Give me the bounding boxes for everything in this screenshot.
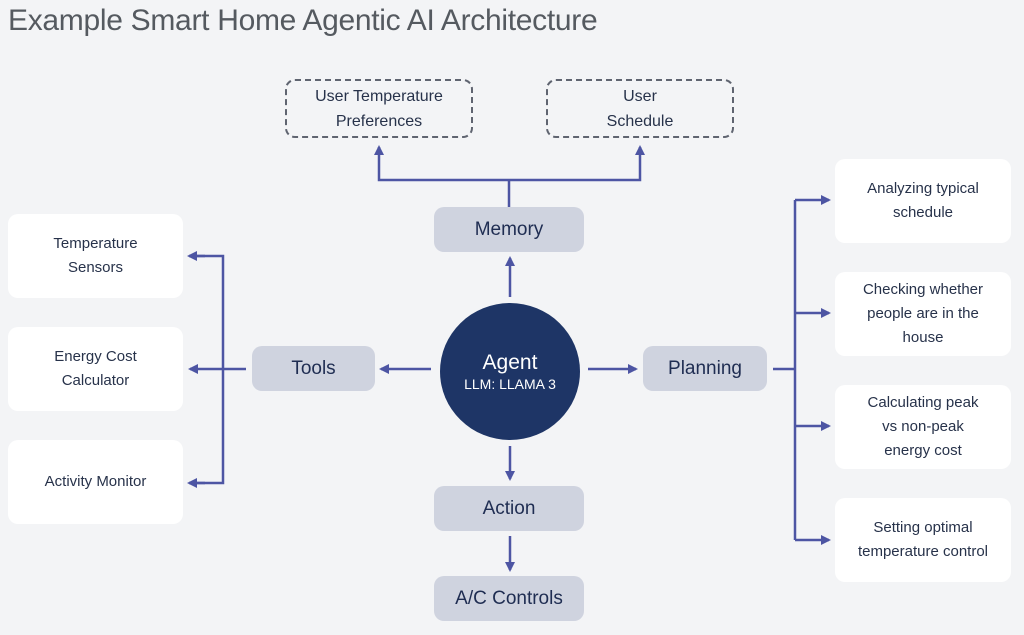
planning-label: Planning: [668, 357, 742, 379]
planning-item-line: schedule: [892, 204, 954, 221]
planning-item-line: house: [902, 329, 944, 346]
planning-item-line: Calculating peak: [867, 394, 979, 411]
memory-label: Memory: [474, 218, 544, 240]
memory-module: Memory: [434, 207, 584, 252]
tools-label: Tools: [291, 357, 336, 379]
memory-item-user-temperature-preferences: User Temperature Preferences: [285, 79, 473, 138]
arrow-memory-to-preferences: [374, 145, 509, 182]
planning-item-calculating-energy-cost: Calculating peak vs non-peak energy cost: [835, 385, 1011, 469]
planning-item-setting-temperature: Setting optimal temperature control: [835, 498, 1011, 582]
diagram-title: Example Smart Home Agentic AI Architectu…: [8, 4, 598, 37]
memory-item-line: User Temperature: [315, 87, 443, 105]
tool-item-temperature-sensors: Temperature Sensors: [8, 214, 183, 298]
ac-controls-label: A/C Controls: [455, 587, 563, 609]
tools-module: Tools: [252, 346, 375, 391]
connector-tools-bus: [190, 254, 225, 485]
agent-node: Agent LLM: LLAMA 3: [440, 303, 580, 440]
memory-item-line: Schedule: [606, 112, 674, 130]
planning-item-line: vs non-peak: [882, 418, 964, 435]
tool-item-activity-monitor: Activity Monitor: [8, 440, 183, 524]
planning-module: Planning: [643, 346, 767, 391]
planning-item-line: Checking whether: [862, 281, 984, 298]
tool-item-line: Calculator: [61, 372, 130, 389]
tool-item-line: Activity Monitor: [44, 473, 147, 490]
planning-item-line: Analyzing typical: [867, 180, 979, 197]
memory-item-user-schedule: User Schedule: [546, 79, 734, 138]
tool-item-line: Temperature: [53, 235, 138, 252]
planning-item-line: energy cost: [884, 442, 962, 459]
planning-item-line: people are in the: [867, 305, 979, 322]
planning-item-line: Setting optimal: [873, 519, 973, 536]
action-label: Action: [482, 497, 536, 519]
memory-item-line: Preferences: [335, 112, 423, 130]
agent-name: Agent: [482, 350, 538, 374]
planning-item-checking-occupancy: Checking whether people are in the house: [835, 272, 1011, 356]
tool-item-line: Sensors: [67, 259, 124, 276]
ac-controls-module: A/C Controls: [434, 576, 584, 621]
planning-item-analyzing-schedule: Analyzing typical schedule: [835, 159, 1011, 243]
planning-item-line: temperature control: [857, 543, 989, 560]
tool-item-energy-cost-calculator: Energy Cost Calculator: [8, 327, 183, 411]
action-module: Action: [434, 486, 584, 531]
arrow-memory-to-schedule: [509, 145, 645, 182]
agent-model: LLM: LLAMA 3: [464, 375, 556, 392]
tool-item-line: Energy Cost: [54, 348, 137, 365]
memory-item-line: User: [623, 87, 657, 105]
